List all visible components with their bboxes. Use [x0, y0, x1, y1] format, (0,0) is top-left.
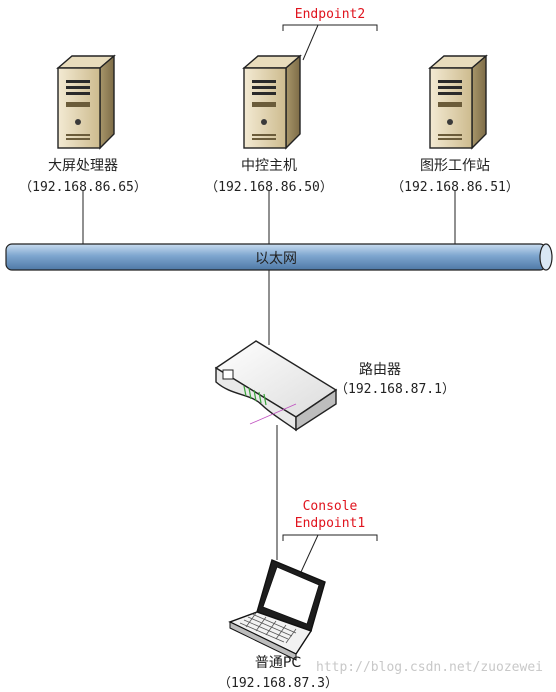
central-host-name: 中控主机: [241, 158, 297, 174]
ethernet-bus-label: 以太网: [255, 251, 297, 267]
laptop-icon: [228, 559, 326, 661]
display-processor-ip: （192.168.86.65）: [19, 180, 147, 195]
graphics-workstation-ip: （192.168.86.51）: [391, 180, 519, 195]
router-name: 路由器: [359, 362, 401, 378]
graphics-workstation-name: 图形工作站: [420, 158, 490, 174]
pc-ip: （192.168.87.3）: [218, 676, 338, 691]
endpoint2-label: Endpoint2: [294, 7, 366, 22]
display-processor-name: 大屏处理器: [48, 158, 118, 174]
pc-name: 普通PC: [254, 655, 302, 671]
console-label: Console: [302, 499, 358, 514]
ethernet-bus: [5, 243, 553, 271]
endpoint2-callout: [282, 24, 378, 61]
central-host-ip: （192.168.86.50）: [205, 180, 333, 195]
server-icon-display-processor: [57, 55, 115, 149]
router-icon: [214, 340, 338, 432]
server-icon-central-host: [243, 55, 301, 149]
server-icon-graphics-workstation: [429, 55, 487, 149]
router-ip: （192.168.87.1）: [335, 382, 455, 397]
endpoint1-callout: [282, 534, 378, 573]
endpoint1-label: Endpoint1: [294, 516, 366, 531]
watermark: http://blog.csdn.net/zuozewei: [316, 660, 543, 675]
